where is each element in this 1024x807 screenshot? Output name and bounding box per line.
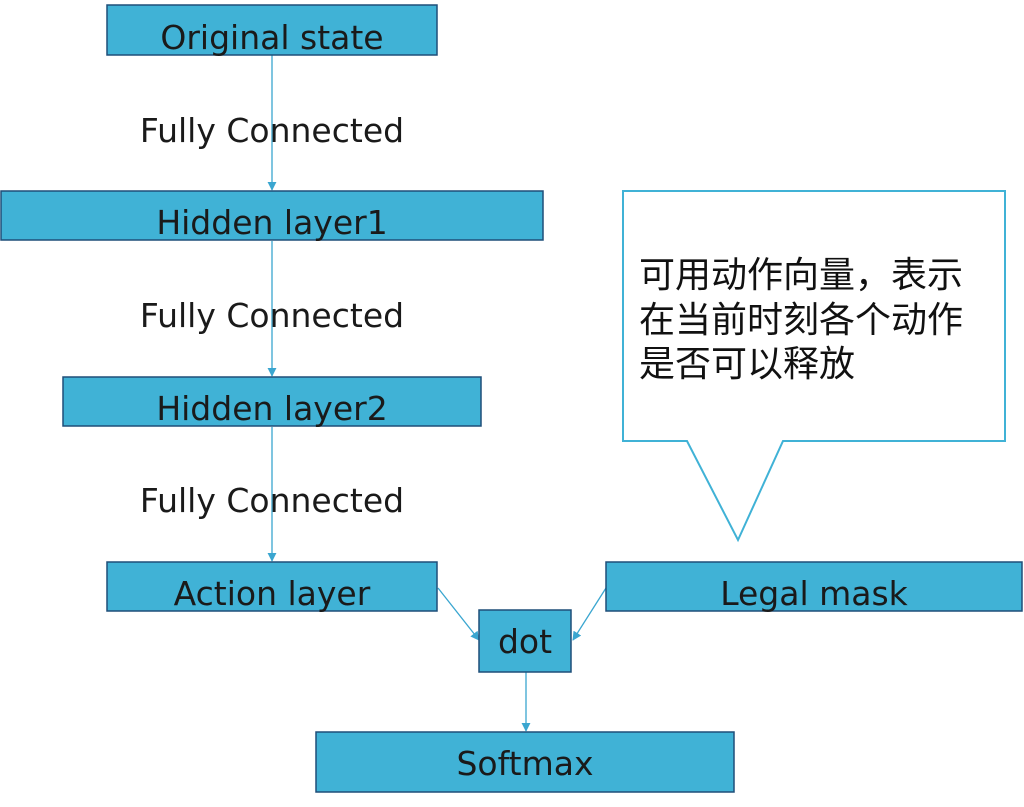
node-dot: dot [478,609,572,673]
node-label: Hidden layer1 [156,203,387,242]
callout-text-line: 可用动作向量，表示 [639,255,963,296]
node-label: Action layer [174,574,371,613]
node-hidden-layer2: Hidden layer2 [62,376,482,428]
callout-text-line: 是否可以释放 [639,344,855,385]
edge-action-to-dot [437,587,480,641]
edge-label-fully-connected: Fully Connected [140,296,404,335]
node-label: Softmax [456,744,593,783]
edge-legal-mask-to-dot [572,587,607,641]
edge-label-fully-connected: Fully Connected [140,481,404,520]
node-label: Legal mask [720,574,908,613]
node-legal-mask: Legal mask [605,561,1023,613]
node-original-state: Original state [106,4,438,57]
node-softmax: Softmax [315,731,735,793]
node-label: Original state [160,18,383,57]
node-label: Hidden layer2 [156,389,387,428]
node-label: dot [498,622,552,661]
node-action-layer: Action layer [106,561,438,613]
callout-legal-mask-note: 可用动作向量，表示 在当前时刻各个动作 是否可以释放 [622,190,1006,543]
callout-text-line: 在当前时刻各个动作 [639,300,963,341]
node-hidden-layer1: Hidden layer1 [0,190,544,242]
edge-label-fully-connected: Fully Connected [140,111,404,150]
